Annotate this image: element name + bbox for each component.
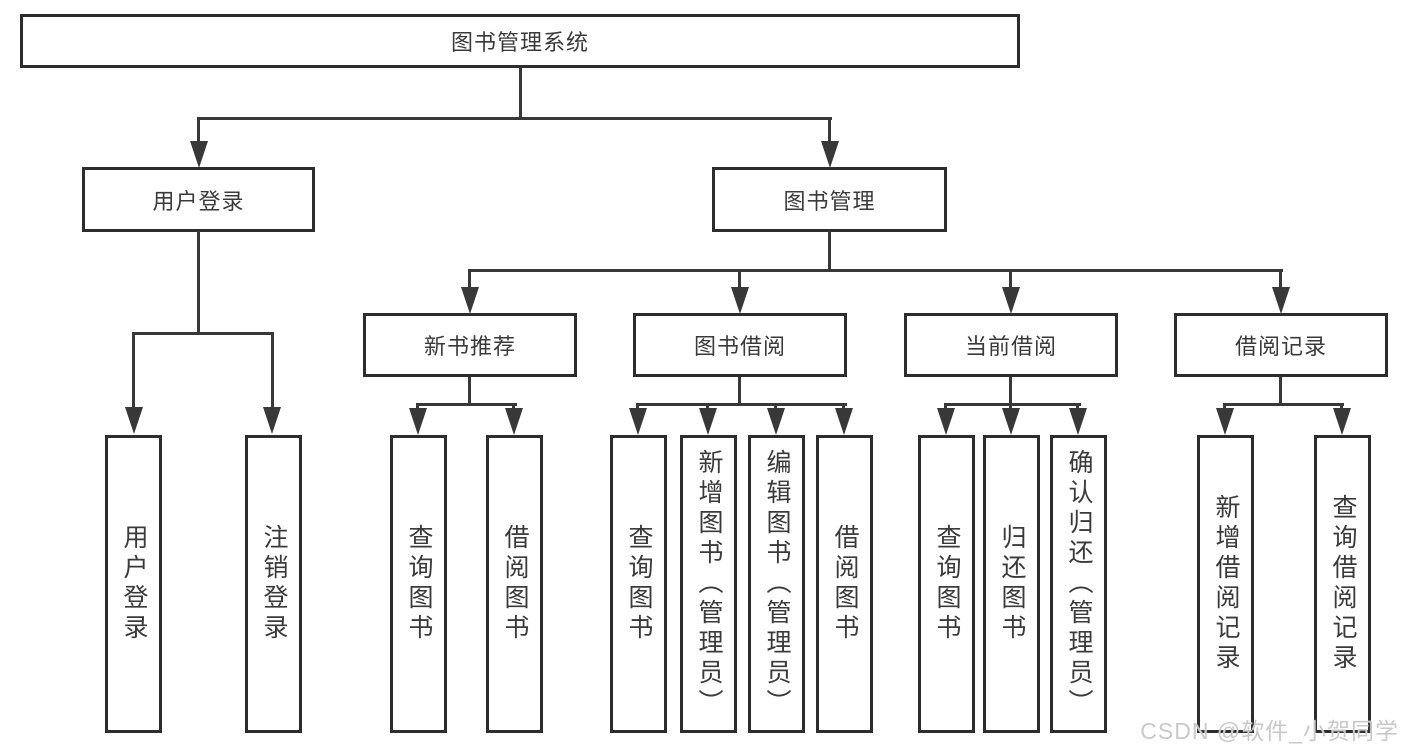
connector-horizontal-line — [198, 117, 832, 120]
connector-vertical-line — [1340, 403, 1343, 411]
connector-horizontal-line — [637, 403, 847, 406]
node-user-login: 用户登录 — [82, 167, 315, 232]
arrowhead — [835, 408, 853, 435]
arrowhead — [937, 408, 955, 435]
connector-vertical-line — [468, 377, 471, 405]
connector-vertical-line — [774, 403, 777, 411]
arrowhead — [1272, 287, 1290, 314]
connector-vertical-line — [706, 403, 709, 411]
node-query-books-borrowing: 查询图书 — [610, 435, 667, 733]
node-label: 借阅图书 — [831, 524, 859, 644]
node-label: 归还图书 — [998, 524, 1026, 644]
node-add-book-admin: 新增图书（管理员） — [680, 435, 737, 733]
node-book-borrowing: 图书借阅 — [633, 313, 847, 377]
connector-vertical-line — [944, 403, 947, 411]
connector-horizontal-line — [417, 403, 517, 406]
arrowhead — [1333, 408, 1351, 435]
arrowhead — [1069, 408, 1087, 435]
node-borrow-books-recommend: 借阅图书 — [486, 435, 543, 733]
connector-vertical-line — [519, 67, 522, 119]
node-label: 借阅记录 — [1234, 334, 1327, 359]
node-label: 用户登录 — [152, 188, 245, 214]
arrowhead — [767, 408, 785, 435]
node-query-books-current: 查询图书 — [918, 435, 975, 733]
node-add-borrow-record: 新增借阅记录 — [1197, 435, 1254, 733]
node-label: 注销登录 — [260, 524, 288, 644]
connector-vertical-line — [1009, 269, 1012, 289]
node-label: 图书管理 — [783, 188, 876, 214]
node-label: 图书借阅 — [693, 334, 786, 359]
connector-vertical-line — [1279, 269, 1282, 289]
node-borrow-books: 借阅图书 — [816, 435, 873, 733]
node-label: 查询图书 — [405, 524, 433, 644]
connector-vertical-line — [1279, 377, 1282, 405]
node-label: 新增图书（管理员） — [695, 449, 723, 719]
connector-vertical-line — [828, 117, 831, 142]
node-return-books: 归还图书 — [983, 435, 1040, 733]
connector-horizontal-line — [1224, 403, 1344, 406]
arrowhead — [1002, 287, 1020, 314]
connector-vertical-line — [197, 117, 200, 142]
connector-vertical-line — [512, 403, 515, 411]
arrowhead — [1216, 408, 1234, 435]
connector-horizontal-line — [469, 269, 1283, 272]
node-label: 查询借阅记录 — [1329, 494, 1357, 674]
connector-vertical-line — [197, 231, 200, 334]
arrowhead — [461, 287, 479, 314]
node-current-borrowing: 当前借阅 — [904, 313, 1118, 377]
connector-horizontal-line — [132, 332, 274, 335]
node-label: 图书管理系统 — [450, 30, 589, 55]
connector-vertical-line — [132, 332, 135, 408]
node-label: 查询图书 — [625, 524, 653, 644]
arrowhead — [821, 141, 839, 168]
node-label: 当前借阅 — [964, 334, 1057, 359]
connector-vertical-line — [828, 231, 831, 272]
arrowhead — [190, 141, 208, 168]
node-label: 用户登录 — [120, 524, 148, 644]
node-label: 新增借阅记录 — [1212, 494, 1240, 674]
connector-vertical-line — [1009, 377, 1012, 405]
arrowhead — [505, 408, 523, 435]
connector-vertical-line — [1223, 403, 1226, 411]
arrowhead — [263, 407, 281, 434]
node-label: 借阅图书 — [501, 524, 529, 644]
node-new-book-recommendation: 新书推荐 — [363, 313, 577, 377]
node-label: 新书推荐 — [423, 334, 516, 359]
node-borrowing-records: 借阅记录 — [1174, 313, 1388, 377]
node-user-login-action: 用户登录 — [105, 435, 162, 733]
csdn-watermark: CSDN @软件_小贺同学 — [1140, 718, 1399, 744]
node-edit-book-admin: 编辑图书（管理员） — [748, 435, 805, 733]
arrowhead — [1002, 408, 1020, 435]
arrowhead — [125, 407, 143, 434]
node-confirm-return-admin: 确认归还（管理员） — [1050, 435, 1107, 733]
node-logout-action: 注销登录 — [245, 435, 302, 733]
node-label: 确认归还（管理员） — [1065, 449, 1093, 719]
connector-vertical-line — [738, 377, 741, 405]
node-library-management-system: 图书管理系统 — [20, 14, 1020, 68]
connector-vertical-line — [738, 269, 741, 289]
node-label: 编辑图书（管理员） — [763, 449, 791, 719]
connector-vertical-line — [1076, 403, 1079, 411]
connector-vertical-line — [636, 403, 639, 411]
arrowhead — [409, 408, 427, 435]
node-book-management: 图书管理 — [712, 167, 947, 232]
connector-vertical-line — [468, 269, 471, 289]
connector-vertical-line — [416, 403, 419, 411]
node-query-borrow-record: 查询借阅记录 — [1314, 435, 1371, 733]
connector-vertical-line — [842, 403, 845, 411]
arrowhead — [699, 408, 717, 435]
connector-vertical-line — [1009, 403, 1012, 411]
node-query-books-recommend: 查询图书 — [390, 435, 447, 733]
connector-vertical-line — [271, 332, 274, 408]
node-label: 查询图书 — [933, 524, 961, 644]
arrowhead — [629, 408, 647, 435]
connector-horizontal-line — [945, 403, 1081, 406]
arrowhead — [731, 287, 749, 314]
